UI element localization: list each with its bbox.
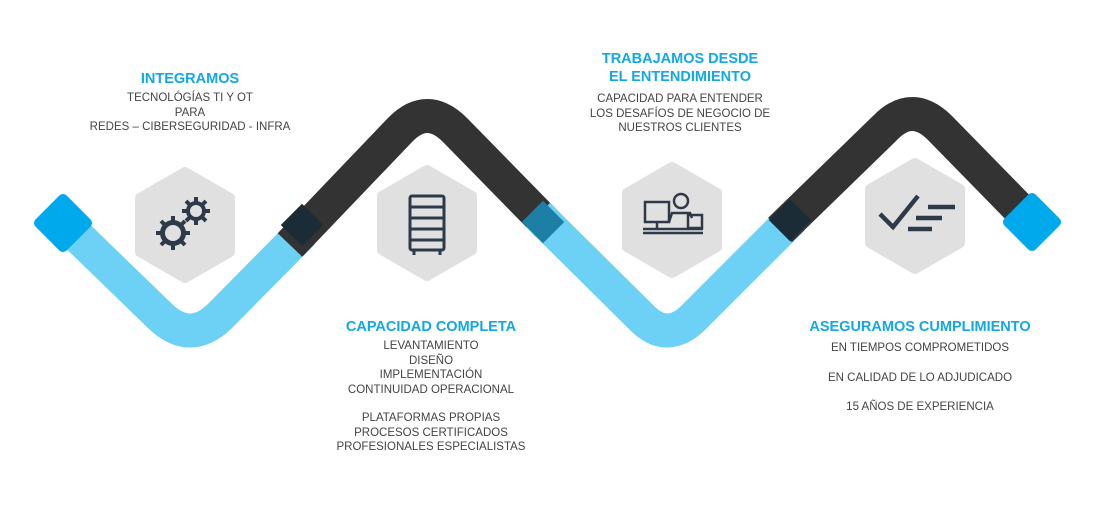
person-at-desk-icon — [643, 192, 704, 235]
step-trabajamos: TRABAJAMOS DESDE EL ENTENDIMIENTO CAPACI… — [570, 50, 790, 136]
step-line: IMPLEMENTACIÓN — [379, 369, 483, 381]
step-line: CONTINUIDAD OPERACIONAL — [347, 383, 515, 396]
gears-icon — [156, 197, 210, 250]
step-line: LEVANTAMIENTO — [383, 340, 479, 352]
start-diamond — [33, 193, 93, 253]
step-title: ASEGURAMOS CUMPLIMIENTO — [809, 319, 1031, 335]
wave-segment-4 — [768, 97, 1045, 243]
step-integramos: INTEGRAMOS TECNOLÓGÍAS TI Y OT PARA REDE… — [70, 70, 310, 135]
step-capacidad-completa: CAPACIDAD COMPLETA LEVANTAMIENTO DISEÑO … — [321, 318, 541, 455]
server-rack-icon — [408, 194, 446, 255]
step-line: CAPACIDAD PARA ENTENDER — [597, 93, 763, 105]
hexagon — [135, 167, 235, 283]
step-line: NUESTROS CLIENTES — [618, 122, 742, 134]
step-line: TECNOLÓGÍAS TI Y OT — [127, 92, 253, 104]
wave-segment-1 — [51, 209, 316, 348]
step-line: LOS DESAFÍOS DE NEGOCIO DE — [589, 107, 771, 120]
step-line: PROCESOS CERTIFICADOS — [354, 426, 508, 439]
step-line: PROFESIONALES ESPECIALISTAS — [336, 441, 526, 453]
step-title-line: TRABAJAMOS DESDE — [601, 51, 759, 67]
step-line: EN TIEMPOS COMPROMETIDOS — [830, 342, 1010, 354]
wave-segment-3 — [526, 202, 806, 348]
step-line: 15 AÑOS DE EXPERIENCIA — [846, 401, 994, 413]
step-line: DISEÑO — [408, 354, 454, 367]
step-aseguramos: ASEGURAMOS CUMPLIMIENTO EN TIEMPOS COMPR… — [800, 318, 1040, 415]
hexagon — [377, 165, 477, 281]
step-title: TRABAJAMOS DESDE EL ENTENDIMIENTO — [570, 50, 790, 86]
end-diamond — [1002, 192, 1062, 252]
step-line: PLATAFORMAS PROPIAS — [361, 412, 501, 424]
step-title: INTEGRAMOS — [140, 71, 240, 87]
joint — [280, 203, 324, 247]
hexagon — [865, 158, 965, 274]
wave-segment-2 — [277, 99, 561, 257]
step-line: PARA — [174, 106, 206, 119]
step-line: REDES – CIBERSEGURIDAD - INFRA — [89, 121, 291, 133]
step-line: EN CALIDAD DE LO ADJUDICADO — [827, 371, 1013, 384]
checklist-icon — [878, 194, 955, 232]
step-title: CAPACIDAD COMPLETA — [345, 319, 517, 335]
hexagon — [622, 162, 722, 278]
step-title-line: EL ENTENDIMIENTO — [608, 69, 752, 85]
